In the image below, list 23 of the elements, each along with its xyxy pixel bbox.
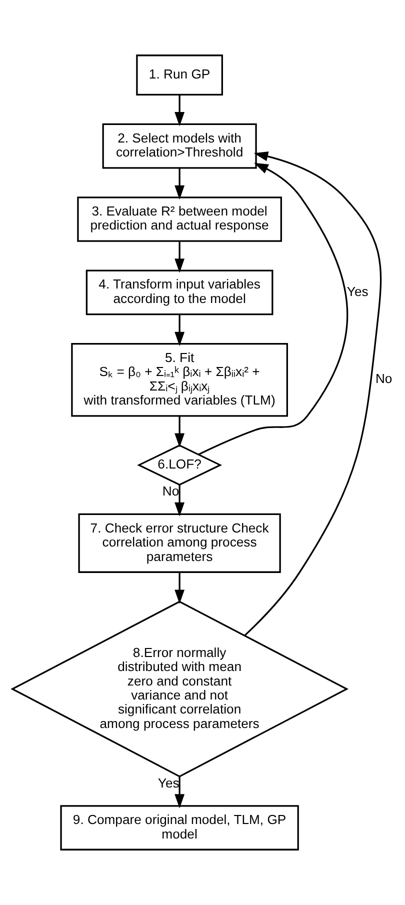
arrow: [174, 94, 185, 126]
edge-label: Yes: [346, 284, 368, 299]
arrow: [174, 776, 185, 808]
edge-label: No: [375, 371, 392, 386]
arrow: [244, 151, 382, 636]
node-box: 5. Fit Sₖ = β₀ + Σᵢ₌₁ᵏ βᵢxᵢ + Σβᵢᵢxᵢ² + ΣΣᵢ<ⱼ βᵢⱼxᵢxⱼ with transformed variables (TLM): [71, 342, 288, 417]
node-box: 1. Run GP: [136, 54, 223, 96]
edge-label: No: [162, 484, 180, 499]
arrow: [174, 168, 185, 200]
node-box: 3. Evaluate R² between model prediction and actual response: [77, 196, 282, 242]
node-box: 4. Transform input variables according to the model: [86, 270, 274, 316]
node-diamond: 8.Error normally distributed with mean zero and constant variance and not significant correlation among process parameters: [10, 600, 348, 778]
arrow: [174, 484, 185, 517]
node-diamond: 6.LOF?: [137, 444, 222, 486]
arrow: [174, 416, 185, 448]
node-box: 7. Check error structure Check correlation among process parameters: [78, 513, 281, 573]
node-box: 2. Select models with correlation>Threshold: [102, 123, 257, 169]
node-box: 9. Compare original model, TLM, GP model: [60, 805, 299, 850]
arrow: [174, 314, 185, 346]
arrow: [174, 572, 185, 604]
arrow: [198, 162, 348, 456]
edge-label: Yes: [158, 775, 180, 790]
arrow: [174, 241, 185, 273]
